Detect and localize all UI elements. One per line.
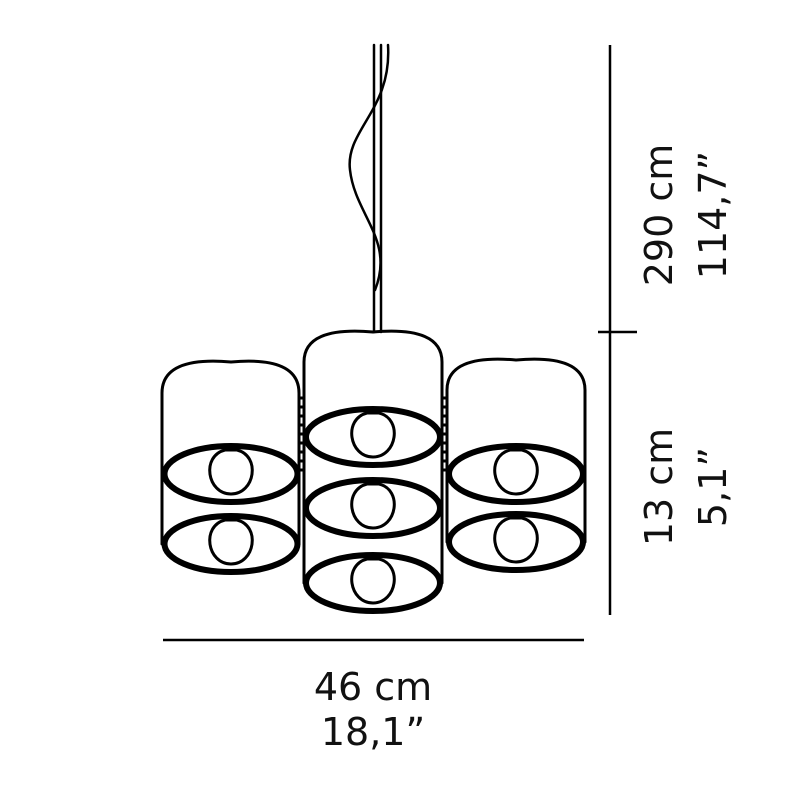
shade-outline (302, 329, 444, 585)
bulb-icon (208, 518, 254, 566)
shade-outline (160, 359, 301, 546)
shade-ring (303, 406, 443, 468)
bulb-icon (208, 448, 254, 496)
shade-ring (161, 443, 301, 505)
lamp-shade-center (302, 329, 444, 614)
bulb-icon (350, 411, 396, 459)
shade-ring (303, 552, 443, 614)
shade-outline (445, 357, 587, 544)
suspension-cable (348, 43, 390, 334)
lamp-shade-right (445, 357, 587, 573)
height-cm: 13 cm (637, 428, 681, 546)
shade-ring (303, 477, 443, 539)
height-in: 5,1” (691, 447, 735, 527)
dimension-lines (163, 45, 637, 642)
cable-length-in: 114,7” (691, 151, 735, 279)
cable-length-cm: 290 cm (637, 144, 681, 287)
shade-ring (161, 513, 301, 575)
bulb-icon (493, 516, 539, 564)
bulb-icon (493, 448, 539, 496)
shade-ring (446, 511, 586, 573)
width-cm: 46 cm (314, 665, 432, 709)
width-in: 18,1” (321, 710, 425, 754)
shade-ring (446, 443, 586, 505)
bulb-icon (350, 557, 396, 605)
lamp-shade-left (160, 359, 301, 575)
bulb-icon (350, 482, 396, 530)
